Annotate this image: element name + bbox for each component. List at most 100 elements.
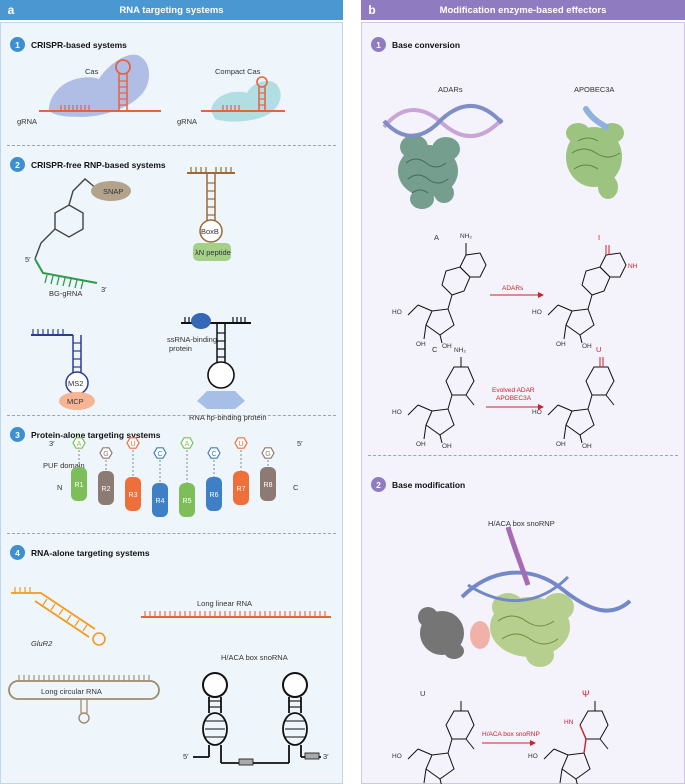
section-title: Base conversion (392, 40, 461, 50)
label-adars: ADARs (438, 85, 463, 94)
section-number: 2 (10, 157, 25, 172)
label-5prime: 5′ (297, 439, 303, 448)
puf-base: U (126, 437, 140, 449)
svg-text:R8: R8 (264, 482, 273, 489)
section-number: 1 (371, 37, 386, 52)
label-hn: HN (564, 719, 574, 726)
puf-base: A (72, 437, 86, 449)
label-haca-snornp: H/ACA box snoRNP (488, 519, 555, 528)
label-oh: OH (416, 341, 426, 348)
panel-a-body: 1 CRISPR-based systems (0, 22, 343, 784)
label-ho: HO (392, 409, 402, 416)
label-oh: OH (556, 441, 566, 448)
label-a: A (434, 233, 440, 242)
section-base-conversion: 1 Base conversion ADARs APOBEC3A (362, 23, 684, 453)
section-title: RNA-alone targeting systems (31, 548, 150, 558)
svg-text:R6: R6 (210, 492, 219, 499)
puf-repeat: R4 (152, 483, 168, 517)
label-lambda-n-peptide: λN peptide (195, 248, 231, 257)
puf-base: G (99, 447, 113, 459)
label-ho: HO (392, 309, 402, 316)
label-nh: NH (628, 263, 638, 270)
puf-repeat: R2 (98, 471, 114, 505)
label-boxb: BoxB (201, 227, 219, 236)
svg-text:C: C (157, 451, 162, 458)
label-5prime: 5′ (25, 255, 31, 264)
label-ssrna-binding: ssRNA-binding (167, 335, 218, 344)
label-oh: OH (582, 443, 592, 450)
panel-b-title: Modification enzyme-based effectors (439, 4, 607, 16)
label-5prime: 5′ (183, 752, 189, 761)
label-grna: gRNA (177, 117, 198, 126)
panel-a-title: RNA targeting systems (119, 4, 224, 16)
panel-a-letter: a (7, 3, 15, 17)
label-ho: HO (528, 753, 538, 760)
label-ms2: MS2 (68, 379, 84, 388)
label-protein: protein (169, 344, 192, 353)
svg-text:R5: R5 (183, 498, 192, 505)
divider (7, 533, 336, 534)
svg-text:U: U (130, 441, 135, 448)
arrow-label-snornp: H/ACA box snoRNP (482, 731, 540, 738)
panel-a-header: a RNA targeting systems (0, 0, 343, 20)
puf-base: A (180, 437, 194, 449)
modification-illustration (407, 526, 632, 784)
puf-repeat: R7 (233, 471, 249, 505)
svg-text:R4: R4 (156, 498, 165, 505)
section-puf: 3 Protein-alone targeting systems PUF do… (1, 417, 342, 537)
label-nh2: NH₂ (454, 347, 466, 354)
label-haca-snorna: H/ACA box snoRNA (221, 653, 288, 662)
arrow-label-evolved-adar: Evolved ADAR (492, 387, 535, 394)
label-cas: Cas (85, 67, 99, 76)
label-ho: HO (392, 753, 402, 760)
label-c-terminus: C (293, 483, 299, 492)
label-c: C (432, 345, 438, 354)
label-hp-binding-protein: RNA hp-binding protein (189, 413, 267, 422)
section-number: 2 (371, 477, 386, 492)
svg-text:G: G (265, 451, 270, 458)
panel-b: b Modification enzyme-based effectors 1 … (361, 0, 685, 784)
svg-text:C: C (211, 451, 216, 458)
puf-base: G (261, 447, 275, 459)
svg-text:R2: R2 (102, 486, 111, 493)
section-title: CRISPR-free RNP-based systems (31, 160, 166, 170)
label-oh: OH (556, 341, 566, 348)
label-oh: OH (582, 343, 592, 350)
label-ho: HO (532, 309, 542, 316)
section-crispr: 1 CRISPR-based systems (1, 23, 342, 143)
divider (7, 145, 336, 146)
label-mcp: MCP (67, 397, 84, 406)
section-title: Base modification (392, 480, 466, 490)
puf-repeat: R5 (179, 483, 195, 517)
panel-a: a RNA targeting systems 1 CRISPR-based s… (0, 0, 343, 784)
label-apobec3a: APOBEC3A (574, 85, 615, 94)
label-puf-domain: PUF domain (43, 461, 85, 470)
svg-text:A: A (185, 441, 190, 448)
svg-text:U: U (238, 441, 243, 448)
section-base-modification: 2 Base modification H/ACA box snoRNP (362, 457, 684, 784)
label-glur2: GluR2 (31, 639, 53, 648)
section-title: Protein-alone targeting systems (31, 430, 161, 440)
label-long-linear-rna: Long linear RNA (197, 599, 253, 608)
label-grna: gRNA (17, 117, 38, 126)
puf-repeat: R1 (71, 467, 87, 501)
puf-repeat: R8 (260, 467, 276, 501)
label-3prime: 3′ (49, 439, 55, 448)
section-rnp: 2 CRISPR-free RNP-based systems (1, 147, 342, 422)
divider (368, 455, 678, 456)
label-3prime: 3′ (101, 285, 107, 294)
label-snap: SNAP (103, 187, 124, 196)
label-oh: OH (442, 343, 452, 350)
label-bg-grna: BG-gRNA (49, 289, 83, 298)
svg-text:R1: R1 (75, 482, 84, 489)
arrow-label-apobec3a: APOBEC3A (496, 395, 532, 402)
svg-text:A: A (77, 441, 82, 448)
label-i: I (598, 233, 601, 242)
svg-text:R3: R3 (129, 492, 138, 499)
panel-b-header: b Modification enzyme-based effectors (361, 0, 685, 20)
label-psi: Ψ (582, 689, 590, 699)
section-number: 1 (10, 37, 25, 52)
section-number: 4 (10, 545, 25, 560)
label-nh2: NH₂ (460, 233, 472, 240)
label-oh: OH (416, 441, 426, 448)
